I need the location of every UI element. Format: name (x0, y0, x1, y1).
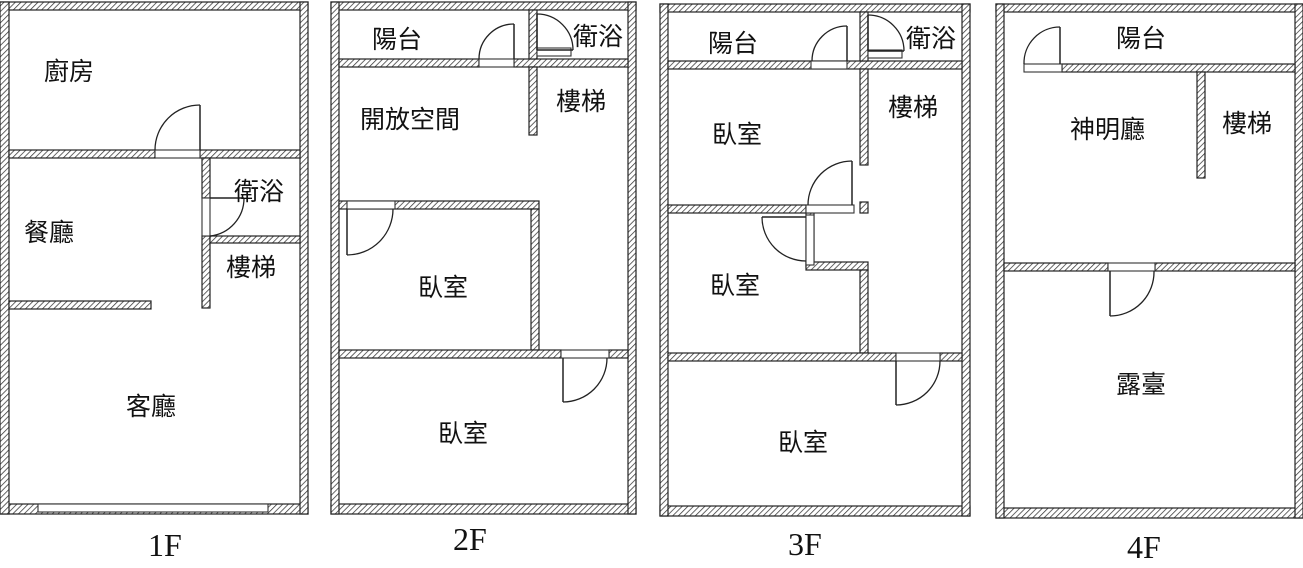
floor-label: 3F (788, 526, 822, 562)
floor-2f-bath-door (536, 13, 574, 51)
room-label: 臥室 (438, 419, 488, 448)
room-label: 衛浴 (573, 22, 623, 51)
floor-3f-bedroom3-door (895, 360, 941, 406)
floor-4f-terrace-door-opening (1107, 262, 1156, 272)
floor-label: 2F (453, 521, 487, 557)
floor-2f-bedroom2-door (562, 357, 608, 403)
floor-label: 4F (1127, 529, 1161, 565)
floor-2f-walls (330, 1, 637, 515)
floor-1f-bath-door (209, 197, 245, 237)
room-label: 樓梯 (556, 87, 606, 116)
floor-2f-bedroom1-door-opening (346, 200, 396, 210)
floor-2f-balcony-door-opening (478, 58, 515, 68)
room-label: 餐廳 (24, 218, 74, 247)
floor-3f-bedroom1-door-opening (805, 204, 855, 214)
room-label: 開放空間 (360, 105, 460, 134)
floor-2f-bedroom2-door-opening (560, 349, 610, 359)
room-label: 客廳 (126, 392, 176, 421)
floor-4f-walls (995, 3, 1303, 519)
floor-1f-entrance-opening (37, 503, 269, 513)
room-label: 衛浴 (906, 24, 956, 53)
room-label: 臥室 (418, 273, 468, 302)
room-label: 露臺 (1116, 370, 1166, 399)
room-label: 樓梯 (1222, 109, 1272, 138)
floor-3f-bedroom2-door (761, 216, 807, 262)
room-label: 廚房 (44, 57, 94, 86)
floor-3f-bedroom2-door-opening (805, 214, 815, 266)
floor-label: 1F (148, 527, 182, 563)
floor-3f-bath-door (867, 14, 905, 52)
floor-3f-balcony-door-opening (810, 60, 848, 70)
floor-4f-balcony-door-opening (1023, 63, 1063, 73)
room-label: 神明廳 (1070, 115, 1145, 144)
floor-1f-walls (0, 1, 309, 515)
floor-3f-balcony-door (811, 25, 848, 62)
floor-2f-bedroom1-door (346, 208, 394, 256)
floor-2f: 陽台 衛浴 開放空間 樓梯 臥室 臥室 2F (330, 1, 637, 557)
floor-2f-bath-door-opening (536, 47, 572, 57)
floor-4f: 陽台 神明廳 樓梯 露臺 4F (995, 3, 1303, 565)
room-label: 陽台 (1116, 24, 1166, 53)
room-label: 衛浴 (234, 177, 284, 206)
room-label: 陽台 (708, 29, 758, 58)
room-label: 臥室 (778, 428, 828, 457)
floor-3f-bedroom3-door-opening (895, 352, 941, 362)
floor-1f-kitchen-door-opening (154, 149, 201, 159)
floor-4f-terrace-door (1109, 270, 1155, 317)
floor-3f-bedroom1-door (807, 160, 853, 206)
room-label: 臥室 (712, 120, 762, 149)
room-label: 臥室 (710, 271, 760, 300)
floor-3f: 陽台 衛浴 臥室 樓梯 臥室 臥室 3F (659, 3, 971, 562)
floor-1f-kitchen-door (154, 104, 201, 151)
room-label: 樓梯 (226, 253, 276, 282)
room-label: 樓梯 (888, 93, 938, 122)
floor-3f-bath-door-opening (867, 49, 903, 59)
floor-1f: 廚房 衛浴 餐廳 樓梯 客廳 1F (0, 1, 309, 563)
room-label: 陽台 (372, 25, 422, 54)
floor-4f-balcony-door (1023, 26, 1061, 65)
floor-2f-balcony-door (478, 23, 515, 60)
floor-1f-bath-door-opening (201, 197, 211, 237)
